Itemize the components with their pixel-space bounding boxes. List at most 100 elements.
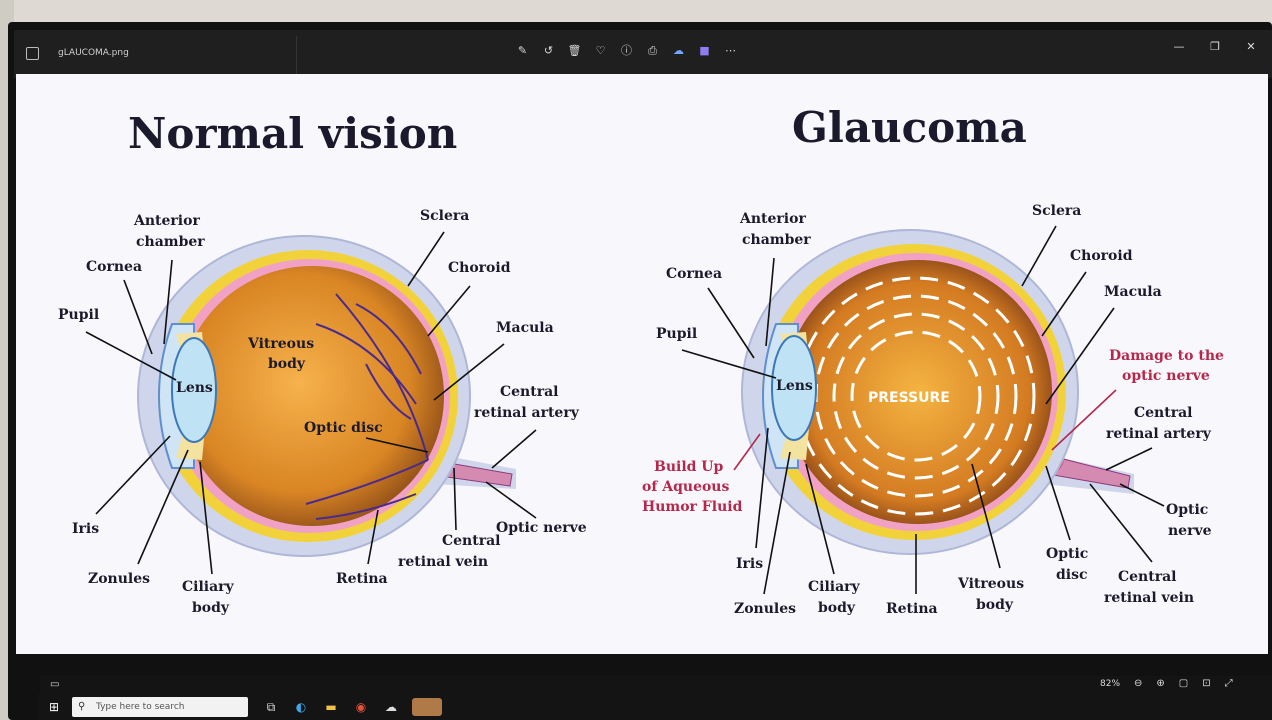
glaucoma-eye xyxy=(741,229,1134,555)
label-central-vein-right: Central xyxy=(1118,569,1176,585)
filmstrip-icon[interactable]: ▭ xyxy=(50,679,60,690)
label-lens-right: Lens xyxy=(776,378,813,394)
leader-zonules xyxy=(137,449,189,565)
leader-pupil xyxy=(85,331,177,381)
search-placeholder: Type here to search xyxy=(96,702,185,712)
zoom-out-icon[interactable]: ⊖ xyxy=(1134,678,1143,689)
chrome-icon[interactable]: ◉ xyxy=(355,700,367,714)
label-sclera: Sclera xyxy=(420,208,469,224)
label-retinal-artery: retinal artery xyxy=(474,405,580,421)
edge-icon[interactable]: ◐ xyxy=(295,700,307,714)
label-zonules-right: Zonules xyxy=(734,601,796,617)
label-retinal-vein-right: retinal vein xyxy=(1104,590,1194,606)
label-cornea-right: Cornea xyxy=(666,266,722,282)
leader-choroid xyxy=(427,285,471,337)
viewer-bottom-bar: ▭ 82% ⊖ ⊕ ▢ ⊡ ⤢ xyxy=(40,676,1272,694)
retinal-vessels xyxy=(305,293,429,520)
print-icon[interactable]: ⎙ xyxy=(648,44,657,57)
rotate-icon[interactable]: ↺ xyxy=(543,44,554,57)
label-iris-right: Iris xyxy=(736,556,763,572)
label-vitreous-body: body xyxy=(268,356,306,372)
label-vitreous-right: Vitreous xyxy=(957,576,1024,592)
vitreous-right xyxy=(784,260,1052,524)
image-toolbar: ✎ ↺ 🗑 ♡ ⓘ ⎙ ☁ ■ ⋯ xyxy=(514,42,739,59)
favorite-icon[interactable]: ♡ xyxy=(595,44,606,57)
label-central-vein: Central xyxy=(442,533,500,549)
clipchamp-icon[interactable]: ■ xyxy=(699,44,710,57)
normal-labels: Anterior chamber Cornea Pupil Lens Vitre… xyxy=(58,208,587,616)
label-anterior: Anterior xyxy=(133,213,200,229)
label-retinal-artery-right: retinal artery xyxy=(1106,426,1212,442)
label-disc-right: disc xyxy=(1056,567,1088,583)
leader-anterior-right xyxy=(765,257,775,347)
leader-iris-right xyxy=(755,427,769,549)
leader-anterior xyxy=(163,259,173,345)
window-controls: — ❐ ✕ xyxy=(1172,40,1258,53)
leader-damage xyxy=(1051,389,1117,451)
leader-vein xyxy=(453,467,457,531)
leader-macula xyxy=(433,343,505,401)
label-optic-disc-right: Optic xyxy=(1046,546,1088,562)
windows-taskbar: ⊞ ⚲ Type here to search ⧉ ◐ ▬ ◉ ☁ xyxy=(38,694,1272,720)
minimize-icon[interactable]: — xyxy=(1173,40,1185,53)
fit-icon[interactable]: ▢ xyxy=(1178,678,1189,689)
leader-choroid-right xyxy=(1041,271,1087,337)
label-chamber: chamber xyxy=(136,234,205,250)
file-explorer-icon[interactable]: ▬ xyxy=(325,700,337,714)
leader-vitreous-right xyxy=(971,463,1001,569)
photos-app-icon-taskbar[interactable] xyxy=(412,698,442,716)
leader-ciliary xyxy=(199,461,213,575)
leader-macula-right xyxy=(1045,307,1115,405)
photos-title-bar: gLAUCOMA.png ✎ ↺ 🗑 ♡ ⓘ ⎙ ☁ ■ ⋯ — ❐ ✕ xyxy=(14,30,1272,78)
delete-icon[interactable]: 🗑 xyxy=(567,44,582,57)
cloud-app-icon[interactable]: ☁ xyxy=(385,700,397,714)
leader-ciliary-right xyxy=(805,463,835,575)
task-view-icon[interactable]: ⧉ xyxy=(266,700,276,714)
lens xyxy=(171,337,217,443)
image-viewer-canvas: Normal vision Glaucoma Ant xyxy=(16,74,1268,654)
label-vitreous: Vitreous xyxy=(247,336,314,352)
file-name: gLAUCOMA.png xyxy=(58,48,129,58)
normal-vision-title: Normal vision xyxy=(128,109,457,158)
leader-build-up xyxy=(733,433,761,471)
label-zonules: Zonules xyxy=(88,571,150,587)
leader-artery-right xyxy=(1105,447,1153,471)
label-chamber-right: chamber xyxy=(742,232,811,248)
leader-vein-right xyxy=(1089,483,1153,563)
vitreous-body xyxy=(180,266,444,526)
restore-icon[interactable]: ❐ xyxy=(1210,40,1220,53)
leader-optic-disc xyxy=(365,437,429,453)
fullscreen-icon[interactable]: ⤢ xyxy=(1224,678,1233,689)
info-icon[interactable]: ⓘ xyxy=(621,44,632,57)
label-retina: Retina xyxy=(336,571,388,587)
label-optic-disc: Optic disc xyxy=(304,420,383,436)
label-vitreous-body-right: body xyxy=(976,597,1014,613)
edit-icon[interactable]: ✎ xyxy=(517,44,528,57)
label-damage: Damage to the xyxy=(1109,348,1224,364)
leader-zonules-right xyxy=(763,451,791,595)
zoom-in-icon[interactable]: ⊕ xyxy=(1156,678,1165,689)
actual-size-icon[interactable]: ⊡ xyxy=(1202,678,1211,689)
windows-start-icon[interactable]: ⊞ xyxy=(48,700,60,714)
label-macula: Macula xyxy=(496,320,554,336)
label-pressure: PRESSURE xyxy=(868,390,950,406)
label-ciliary: Ciliary xyxy=(182,579,235,595)
label-iris: Iris xyxy=(72,521,99,537)
photos-app-icon xyxy=(26,47,39,60)
label-damage-nerve: optic nerve xyxy=(1122,368,1210,384)
more-icon[interactable]: ⋯ xyxy=(725,44,736,57)
cloud-icon[interactable]: ☁ xyxy=(673,44,684,57)
leader-sclera xyxy=(407,231,445,287)
taskbar-search[interactable]: ⚲ Type here to search xyxy=(72,697,248,717)
label-choroid: Choroid xyxy=(448,260,511,276)
label-lens: Lens xyxy=(176,380,213,396)
label-retinal-vein: retinal vein xyxy=(398,554,488,570)
leader-pupil-right xyxy=(681,349,777,379)
leader-cornea xyxy=(123,279,153,355)
label-humor-fluid: Humor Fluid xyxy=(642,499,743,515)
label-pupil-right: Pupil xyxy=(656,326,697,342)
label-sclera-right: Sclera xyxy=(1032,203,1081,219)
taskbar-apps: ⧉ ◐ ▬ ◉ ☁ xyxy=(262,698,442,716)
leader-cornea-right xyxy=(707,287,755,359)
close-icon[interactable]: ✕ xyxy=(1246,40,1256,53)
